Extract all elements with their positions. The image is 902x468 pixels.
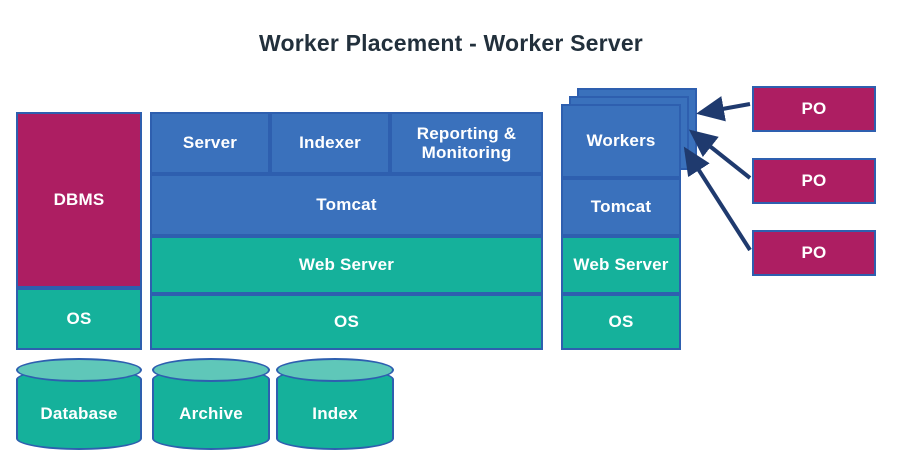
po-box-3: PO: [752, 230, 876, 276]
app-os-block: OS: [150, 294, 543, 350]
worker-tomcat-block: Tomcat: [561, 178, 681, 236]
workers-block: Workers: [561, 104, 681, 178]
index-cylinder-label: Index: [312, 404, 358, 423]
po-box-1: PO: [752, 86, 876, 132]
archive-cylinder: Archive: [152, 358, 270, 450]
archive-cylinder-label: Archive: [179, 404, 243, 423]
reporting-monitoring-block: Reporting & Monitoring: [390, 112, 543, 174]
arrow-po3-to-workers: [683, 146, 752, 252]
app-tomcat-block: Tomcat: [150, 174, 543, 236]
app-web-server-block: Web Server: [150, 236, 543, 294]
database-cylinder-label: Database: [40, 404, 118, 423]
database-cylinder: Database: [16, 358, 142, 450]
page-title: Worker Placement - Worker Server: [259, 30, 643, 56]
index-cylinder-top: [276, 358, 394, 382]
index-cylinder: Index: [276, 358, 394, 450]
archive-cylinder-top: [152, 358, 270, 382]
indexer-block: Indexer: [270, 112, 390, 174]
dbms-os-block: OS: [16, 288, 142, 350]
arrow-po2-to-workers: [688, 129, 752, 180]
worker-web-server-block: Web Server: [561, 236, 681, 294]
po-box-2: PO: [752, 158, 876, 204]
database-cylinder-top: [16, 358, 142, 382]
worker-os-block: OS: [561, 294, 681, 350]
server-block: Server: [150, 112, 270, 174]
dbms-block: DBMS: [16, 112, 142, 288]
arrow-po1-to-workers: [696, 96, 751, 122]
